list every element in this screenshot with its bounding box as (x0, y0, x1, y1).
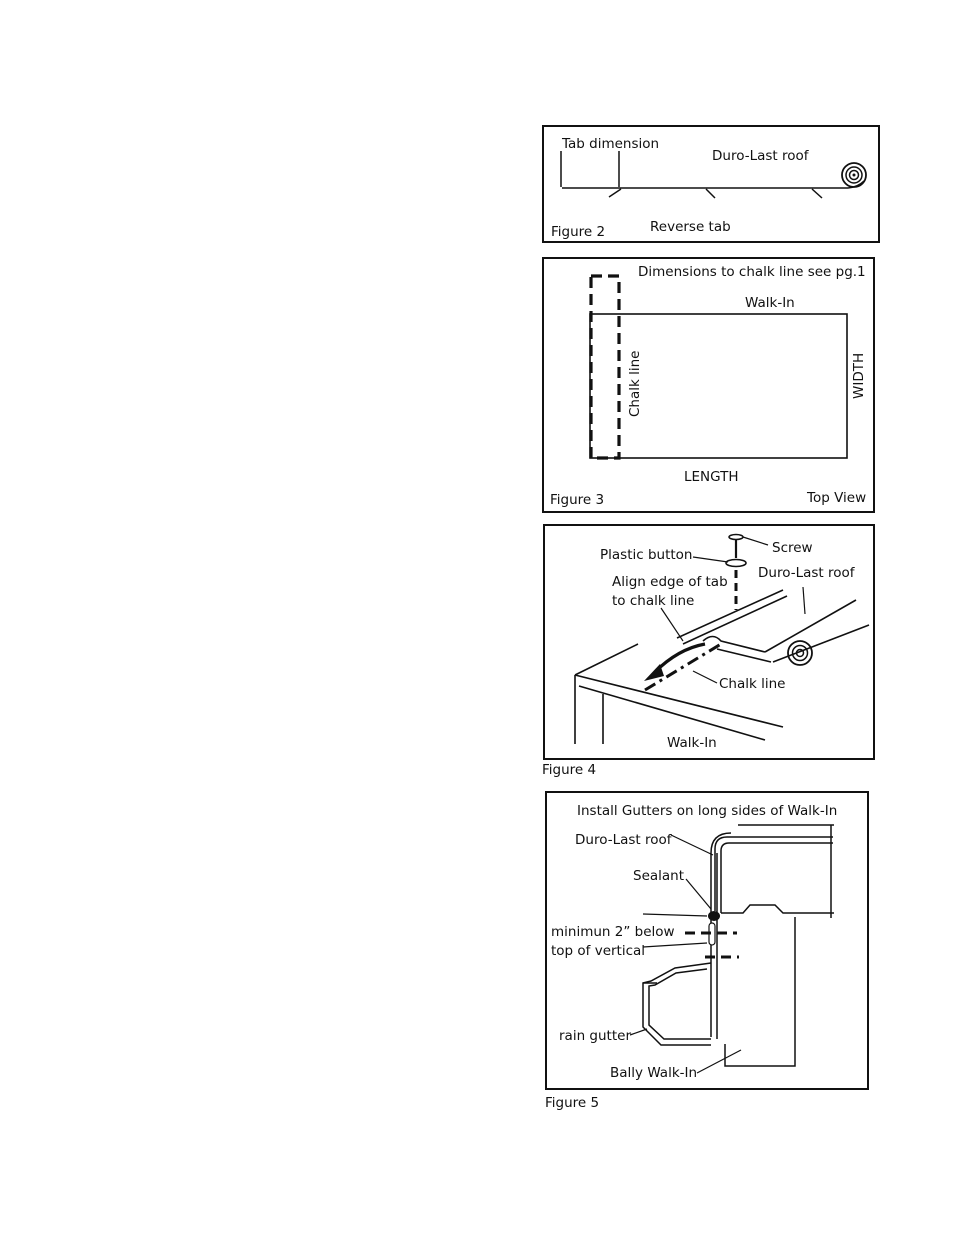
walk-in-box (574, 643, 784, 744)
walk-in-wall (721, 904, 834, 1067)
label-chalk-line: Chalk line (627, 351, 643, 417)
roof-profile (710, 824, 834, 1039)
plastic-button-icon (725, 558, 747, 568)
label-width: WIDTH (851, 353, 867, 399)
figure-2-frame (542, 125, 880, 243)
sealant-bead (708, 911, 720, 921)
label-align-edge-line2: to chalk line (612, 593, 694, 609)
label-top-view: Top View (806, 490, 866, 506)
rain-gutter (642, 962, 712, 1046)
figure-4-diagram: Screw Plastic button Duro-Last roof Alig… (543, 524, 875, 760)
reverse-tab-mark-1 (608, 188, 622, 198)
label-tab-dimension: Tab dimension (561, 136, 659, 152)
label-walk-in: Walk-In (667, 735, 717, 751)
screw-icon (728, 533, 744, 558)
label-screw: Screw (772, 540, 813, 556)
figure-4: Screw Plastic button Duro-Last roof Alig… (543, 524, 877, 762)
label-chalk-line: Chalk line (719, 676, 785, 692)
label-length: LENGTH (684, 469, 739, 485)
figure-3-frame (542, 257, 875, 513)
figure-4-caption: Figure 4 (542, 762, 597, 778)
figure-5-diagram: Install Gutters on long sides of Walk-In… (545, 791, 869, 1090)
label-sealant: Sealant (633, 868, 684, 884)
figure-2: Tab dimension Duro-Last roof Reverse tab… (542, 125, 882, 245)
figure-3: Dimensions to chalk line see pg.1 Walk-I… (542, 257, 877, 515)
figure-3-caption: Figure 3 (550, 492, 604, 508)
label-plastic-button: Plastic button (600, 547, 692, 563)
chalk-line-dashed (589, 274, 621, 460)
label-duro-last-roof: Duro-Last roof (712, 148, 810, 164)
label-duro-last-roof: Duro-Last roof (575, 832, 673, 848)
figure-2-diagram: Tab dimension Duro-Last roof Reverse tab… (542, 125, 880, 243)
label-minimum-line1: minimun 2” below (551, 924, 675, 940)
label-reverse-tab: Reverse tab (650, 219, 731, 235)
label-rain-gutter: rain gutter (559, 1028, 631, 1044)
leader-lines (629, 834, 742, 1074)
label-duro-last-roof: Duro-Last roof (758, 565, 856, 581)
leader-lines (660, 536, 806, 684)
fold-arrow-icon (644, 642, 706, 681)
figure-5-frame (545, 791, 869, 1090)
figure-5: Install Gutters on long sides of Walk-In… (545, 791, 871, 1092)
roll-icon (841, 162, 867, 189)
label-dimensions-note: Dimensions to chalk line see pg.1 (638, 264, 866, 280)
figure-5-caption: Figure 5 (545, 1095, 600, 1111)
label-bally-walk-in: Bally Walk-In (610, 1065, 697, 1081)
figure-4-frame (543, 524, 875, 760)
roof-sheets (676, 589, 870, 663)
figure-3-diagram: Dimensions to chalk line see pg.1 Walk-I… (542, 257, 875, 513)
chalk-line-dashdot (644, 642, 722, 692)
label-walk-in: Walk-In (745, 295, 795, 311)
reverse-tab-mark-3 (811, 188, 823, 199)
figure-5-title: Install Gutters on long sides of Walk-In (577, 803, 837, 819)
label-minimum-line2: top of vertical (551, 943, 645, 959)
roll-icon (787, 640, 813, 666)
label-align-edge-line1: Align edge of tab (612, 574, 728, 590)
reverse-tab-mark-2 (705, 188, 716, 199)
figure-2-caption: Figure 2 (551, 224, 605, 240)
